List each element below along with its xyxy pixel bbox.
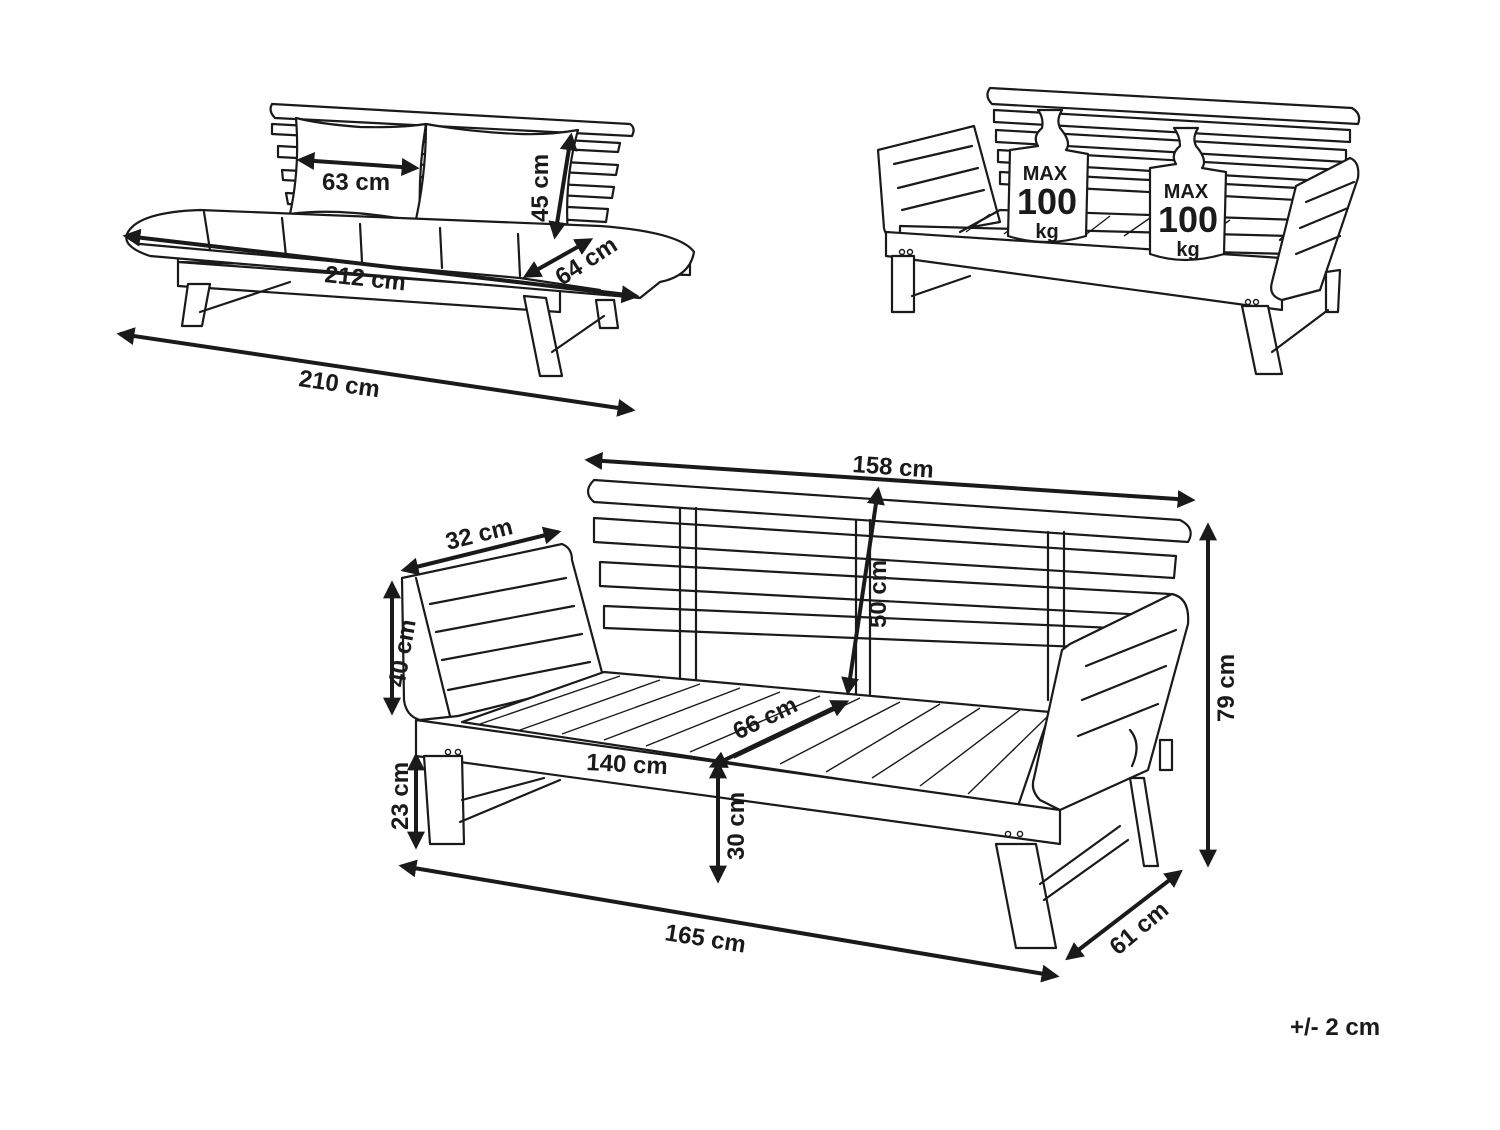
- weight-right-100: 100: [1158, 199, 1218, 240]
- cushion-view-backrest-top: [269, 102, 635, 138]
- label-pillow-width: 63 cm: [322, 169, 390, 196]
- cushion-view: 63 cm 45 cm 64 cm 212 cm 210 cm: [116, 102, 696, 417]
- weight-right-max: MAX: [1164, 181, 1209, 203]
- label-total-height: 79 cm: [1213, 654, 1240, 722]
- load-view-backrest-top: [986, 86, 1361, 126]
- label-backrest-height: 50 cm: [865, 560, 892, 628]
- label-leg-height: 23 cm: [387, 762, 414, 830]
- sofa-leg-front-left: [422, 754, 466, 846]
- weight-left-kg: kg: [1035, 221, 1058, 243]
- label-backrest-width: 158 cm: [852, 451, 935, 484]
- weight-left-max: MAX: [1023, 163, 1068, 185]
- label-total-depth: 61 cm: [1105, 896, 1174, 960]
- label-pillow-height: 45 cm: [527, 154, 554, 222]
- weight-left: MAX 100 kg: [1006, 108, 1090, 244]
- sofa-front-rail: [414, 718, 1062, 846]
- sofa-leg-front-right: [994, 842, 1058, 950]
- label-total-width: 165 cm: [663, 919, 748, 958]
- weight-right-kg: kg: [1176, 239, 1199, 261]
- weight-left-100: 100: [1017, 181, 1077, 222]
- label-seat-width: 140 cm: [586, 749, 669, 780]
- load-view-right-armrest: [1270, 156, 1360, 302]
- label-seat-height: 30 cm: [723, 792, 750, 860]
- tolerance-note: +/- 2 cm: [1290, 1014, 1381, 1041]
- load-view: MAX 100 kg MAX 100 kg: [876, 86, 1361, 376]
- load-view-left-armrest: [876, 124, 1002, 242]
- weight-right: MAX 100 kg: [1148, 126, 1228, 262]
- sofa-view: 158 cm 32 cm 50 cm 79 cm 40 cm 66 cm 140…: [383, 451, 1240, 983]
- sofa-right-armrest: [1031, 592, 1190, 812]
